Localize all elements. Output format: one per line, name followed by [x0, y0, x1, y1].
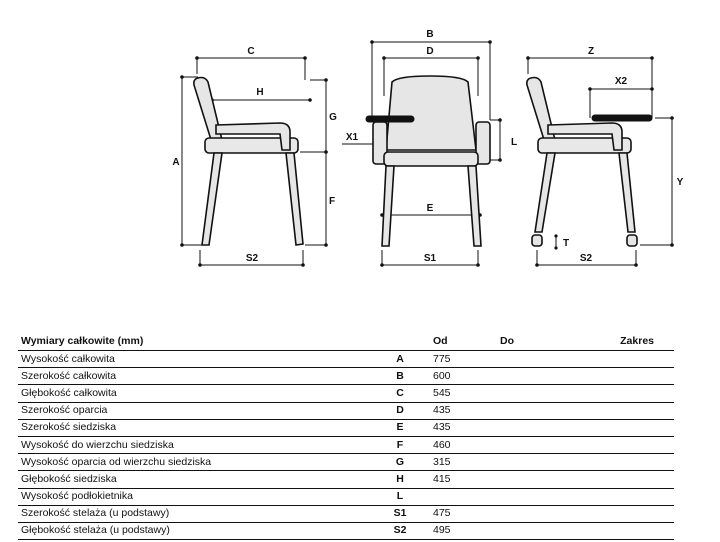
value-range — [564, 350, 674, 369]
dim-label-d: D — [426, 46, 433, 57]
value-from: 545 — [430, 384, 497, 403]
dim-label-x2: X2 — [615, 76, 628, 87]
dim-label-b: B — [426, 29, 433, 40]
value-from: 415 — [430, 470, 497, 489]
value-to — [497, 453, 564, 472]
value-from: 435 — [430, 419, 497, 437]
value-range — [564, 522, 674, 541]
value-range — [564, 453, 674, 472]
value-from: 495 — [430, 522, 497, 541]
dim-label-h: H — [256, 87, 263, 98]
dimension-symbol: F — [371, 436, 430, 455]
dimension-name: Głębokość siedziska — [18, 470, 371, 489]
to-header: Do — [497, 334, 564, 351]
value-from: 600 — [430, 367, 497, 386]
dim-label-c: C — [247, 46, 254, 57]
dimension-name: Wysokość oparcia od wierzchu siedziska — [18, 453, 371, 472]
value-range — [564, 505, 674, 523]
dimension-symbol: B — [371, 367, 430, 386]
dimension-name: Szerokość oparcia — [18, 402, 371, 420]
value-to — [497, 402, 564, 420]
value-range — [564, 367, 674, 386]
side-view-drawing: C H A G F S2 — [172, 46, 337, 267]
value-range — [564, 384, 674, 403]
dim-label-e: E — [427, 203, 434, 214]
dim-label-s2-right: S2 — [580, 253, 593, 264]
dim-label-y: Y — [677, 177, 684, 188]
dimension-symbol: A — [371, 350, 430, 369]
symbol-header — [371, 334, 430, 351]
value-to — [497, 522, 564, 541]
value-range — [564, 402, 674, 420]
dim-label-t: T — [563, 238, 569, 249]
value-from: 775 — [430, 350, 497, 369]
dimension-name: Szerokość siedziska — [18, 419, 371, 437]
value-from: 475 — [430, 505, 497, 523]
dimension-name: Wysokość całkowita — [18, 350, 371, 369]
dimension-name: Wysokość do wierzchu siedziska — [18, 436, 371, 455]
dimension-name: Szerokość całkowita — [18, 367, 371, 386]
dimension-symbol: G — [371, 453, 430, 472]
value-from: 435 — [430, 402, 497, 420]
dimension-symbol: H — [371, 470, 430, 489]
dimension-name: Szerokość stelaża (u podstawy) — [18, 505, 371, 523]
range-header: Zakres — [564, 334, 674, 351]
dimension-symbol: C — [371, 384, 430, 403]
dimension-name: Głębokość stelaża (u podstawy) — [18, 522, 371, 541]
table-header-row: Wymiary całkowite (mm) Od Do Zakres — [18, 334, 674, 351]
dimension-name: Głębokość całkowita — [18, 384, 371, 403]
dim-label-z: Z — [588, 46, 594, 57]
dim-label-x1: X1 — [346, 132, 359, 143]
value-from — [430, 488, 497, 506]
dim-label-l: L — [511, 137, 517, 148]
value-to — [497, 488, 564, 506]
value-to — [497, 505, 564, 523]
table-title: Wymiary całkowite (mm) — [18, 334, 371, 351]
dimension-symbol: E — [371, 419, 430, 437]
dim-label-s1: S1 — [424, 253, 437, 264]
dimension-symbol: S2 — [371, 522, 430, 541]
side-tablet-view-drawing: Z X2 Y T S2 — [526, 46, 684, 267]
value-from: 460 — [430, 436, 497, 455]
value-to — [497, 384, 564, 403]
value-to — [497, 470, 564, 489]
dim-label-a: A — [172, 157, 179, 168]
value-range — [564, 436, 674, 455]
front-view-drawing: B D X1 L E S1 — [342, 29, 517, 267]
value-range — [564, 419, 674, 437]
dim-label-s2-left: S2 — [246, 253, 259, 264]
value-to — [497, 350, 564, 369]
dimension-name: Wysokość podłokietnika — [18, 488, 371, 506]
value-range — [564, 488, 674, 506]
dimension-symbol: L — [371, 488, 430, 506]
chair-dimension-drawings: C H A G F S2 B — [172, 29, 684, 267]
value-to — [497, 436, 564, 455]
value-from: 315 — [430, 453, 497, 472]
value-range — [564, 470, 674, 489]
dim-label-g: G — [329, 112, 337, 123]
value-to — [497, 419, 564, 437]
value-to — [497, 367, 564, 386]
dimension-symbol: D — [371, 402, 430, 420]
from-header: Od — [430, 334, 497, 351]
dimension-symbol: S1 — [371, 505, 430, 523]
dimensions-table: Wymiary całkowite (mm) Od Do Zakres Wyso… — [18, 334, 674, 541]
dim-label-f: F — [329, 196, 335, 207]
